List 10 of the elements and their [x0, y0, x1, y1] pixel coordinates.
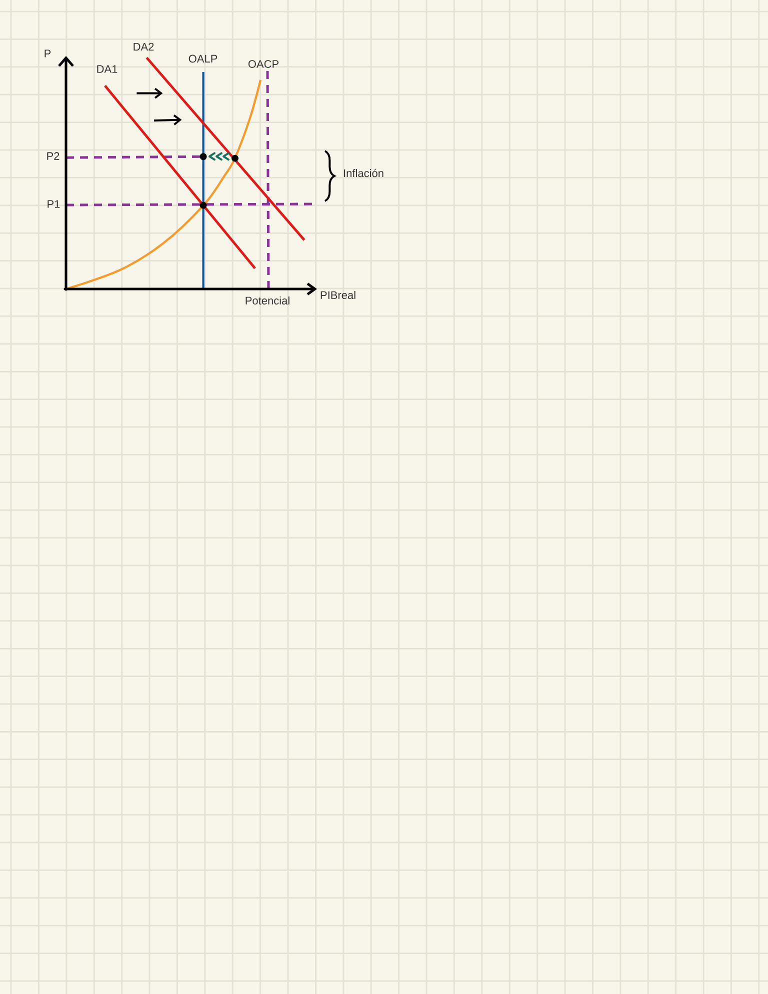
curve-label: DA1 [97, 65, 118, 73]
axis-label: PIBreal [320, 290, 356, 300]
axis-tick-label: Potencial [246, 296, 290, 305]
axis-tick-label: P2 [47, 152, 60, 160]
curve-label: OALP [188, 54, 218, 63]
brace-label: Inflación [344, 168, 384, 178]
curve-label: OACP [248, 60, 278, 68]
axis-label: P [44, 50, 51, 58]
curve-label: DA2 [134, 42, 154, 51]
axis-tick-label: P1 [48, 200, 60, 208]
